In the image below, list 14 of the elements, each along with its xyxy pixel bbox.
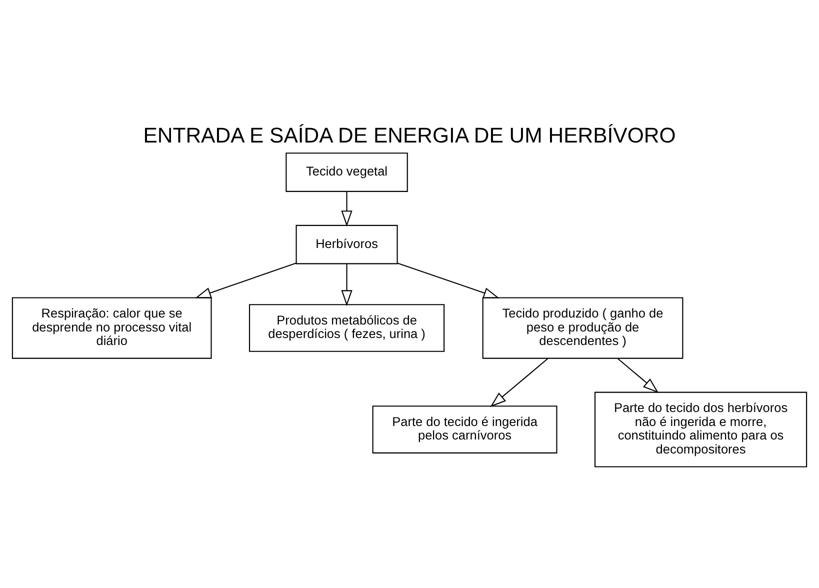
- arrow: [617, 358, 659, 394]
- node-box: Tecido produzido ( ganho de peso e produção de descendentes ): [482, 297, 684, 359]
- node-box: Respiração: calor que se desprende no processo vital diário: [12, 297, 212, 359]
- arrow: [195, 262, 296, 298]
- diagram-title: ENTRADA E SAÍDA DE ENERGIA DE UM HERBÍVORO: [143, 124, 676, 148]
- arrow: [341, 264, 352, 306]
- node-box: Parte do tecido dos herbívoros não é ingerida e morre, constituindo alimento para os decompositores: [594, 392, 808, 468]
- node-box: Herbívoros: [296, 224, 398, 264]
- node-box: Parte do tecido é ingerida pelos carnívoros: [372, 406, 558, 454]
- node-box: Produtos metabólicos de desperdícios ( fezes, urina ): [248, 304, 445, 352]
- node-box: Tecido vegetal: [286, 152, 408, 192]
- arrow: [341, 192, 352, 227]
- arrow: [397, 262, 500, 298]
- arrow: [490, 358, 548, 408]
